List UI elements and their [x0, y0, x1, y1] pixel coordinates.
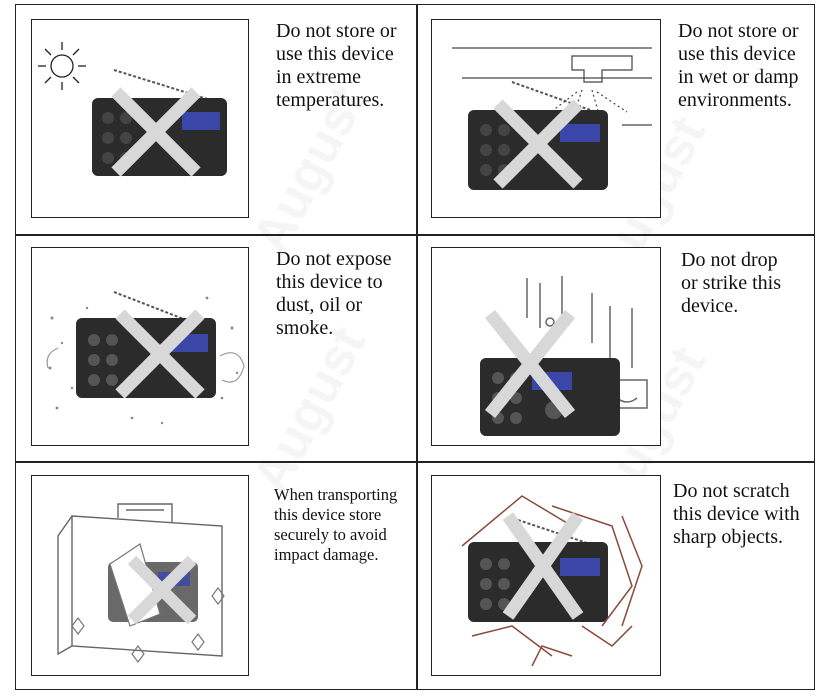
caption-wet: Do not store or use this device in wet o…: [678, 20, 799, 111]
row-divider: [16, 234, 814, 236]
warnings-table: [15, 4, 815, 690]
dust-icon: [48, 296, 239, 425]
cross-icon: [502, 512, 584, 620]
cross-icon: [493, 99, 583, 189]
suitcase-icon: [57, 503, 223, 657]
caption-drop: Do not drop or strike this device.: [681, 249, 781, 317]
warning-image-wet: [431, 19, 661, 218]
caption-scratch: Do not scratch this device with sharp ob…: [673, 480, 800, 548]
cross-icon: [115, 309, 205, 399]
warning-image-scratch: [431, 475, 661, 676]
cross-icon: [111, 87, 201, 177]
sharp-objects-icon: [461, 495, 643, 667]
warning-image-transport: [31, 475, 249, 676]
cross-icon: [127, 555, 197, 625]
caption-transport: When transporting this device store secu…: [274, 485, 398, 564]
sun-icon: [38, 42, 86, 90]
warning-image-dust: [31, 247, 249, 446]
column-divider: [416, 5, 418, 689]
warning-image-temperature: [31, 19, 249, 218]
warning-image-drop: [431, 247, 661, 446]
caption-dust: Do not expose this device to dust, oil o…: [276, 248, 392, 339]
row-divider: [16, 461, 814, 463]
caption-temperature: Do not store or use this device in extre…: [276, 20, 397, 111]
cross-icon: [484, 309, 576, 419]
